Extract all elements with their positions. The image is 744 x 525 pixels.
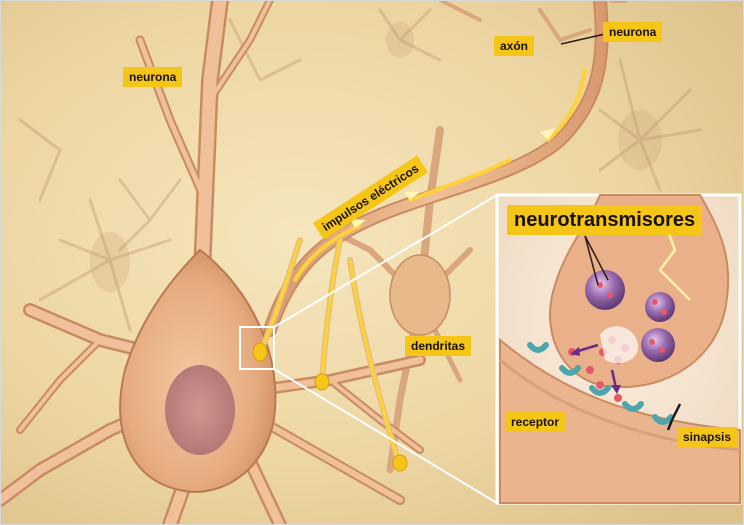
- label-receptor: receptor: [505, 412, 565, 432]
- synapse-inset: [497, 195, 740, 503]
- main-neuron-nucleus: [165, 365, 235, 455]
- label-neurona-left: neurona: [123, 67, 182, 87]
- label-axon: axón: [494, 36, 534, 56]
- label-neurona-top: neurona: [603, 22, 662, 42]
- label-sinapsis: sinapsis: [677, 427, 737, 447]
- label-neurotransmisores: neurotransmisores: [507, 205, 702, 235]
- label-dendritas: dendritas: [405, 336, 471, 356]
- secondary-neuron-soma: [390, 255, 450, 335]
